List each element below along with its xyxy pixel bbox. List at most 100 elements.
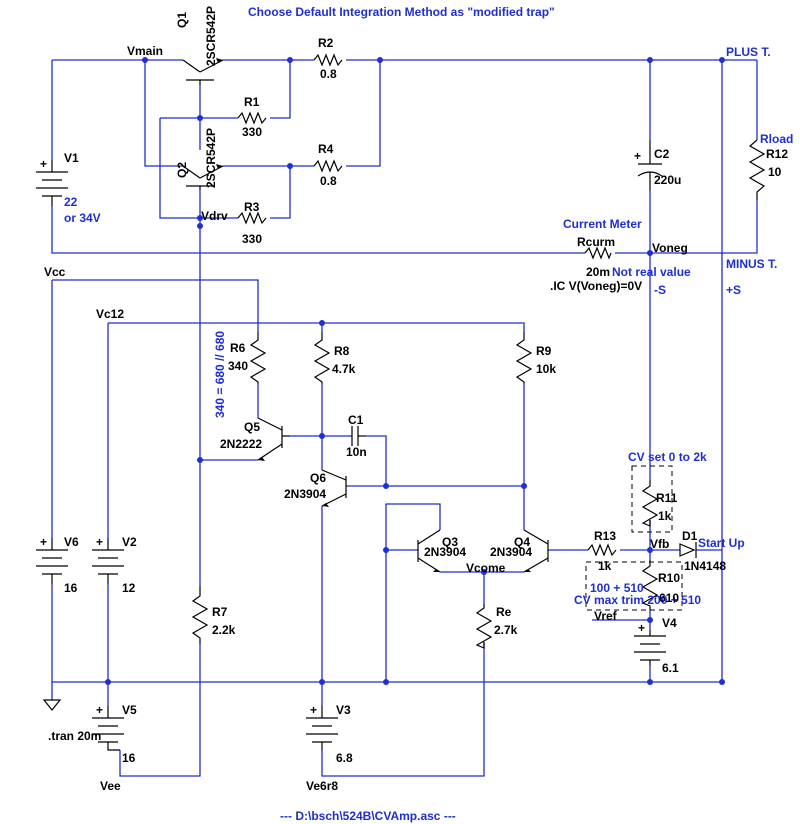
r11-resistor	[641, 480, 659, 527]
r3-resistor	[237, 211, 267, 225]
svg-text:+: +	[96, 535, 103, 549]
footer-file: --- D:\bsch\524B\CVAmp.asc ---	[280, 809, 456, 823]
plus-t-label: PLUS T.	[726, 45, 771, 59]
r12-resistor	[748, 139, 766, 200]
svg-text:+: +	[638, 621, 645, 635]
q3-label: Q3	[442, 535, 458, 549]
cv-trim-b: CV max trim 200 + 510	[574, 593, 701, 607]
svg-text:+: +	[40, 535, 47, 549]
rcurm-label: Rcurm	[577, 235, 615, 249]
v2-value: 12	[122, 581, 136, 595]
d1-diode	[679, 542, 697, 558]
cv-set-box	[631, 465, 673, 533]
d1-model: 1N4148	[684, 559, 726, 573]
net-vee: Vee	[100, 779, 121, 793]
r7-label: R7	[212, 605, 228, 619]
d1-label: D1	[682, 529, 698, 543]
r7-resistor	[191, 586, 209, 644]
r2-value: 0.8	[320, 67, 337, 81]
net-vfb: Vfb	[650, 537, 669, 551]
q5-model: 2N2222	[220, 437, 262, 451]
net-vc12: Vc12	[96, 307, 124, 321]
minus-s-label: -S	[654, 283, 666, 297]
c1-label: C1	[348, 413, 364, 427]
r2-label: R2	[318, 36, 334, 50]
r9-value: 10k	[536, 362, 556, 376]
v5-source: +	[92, 703, 124, 751]
cv-set-label: CV set 0 to 2k	[628, 450, 707, 464]
v4-value: 6.1	[662, 661, 679, 675]
v4-label: V4	[662, 616, 677, 630]
ground-symbol	[42, 699, 62, 711]
svg-text:+: +	[310, 703, 317, 717]
c1-value: 10n	[346, 445, 367, 459]
v6-value: 16	[64, 581, 78, 595]
re-value: 2.7k	[494, 623, 518, 637]
r4-value: 0.8	[320, 174, 337, 188]
v6-label: V6	[64, 535, 79, 549]
v2-label: V2	[122, 535, 137, 549]
net-vmain: Vmain	[127, 44, 163, 58]
r10-resistor	[641, 560, 659, 610]
q1-model: 2SCR542P	[204, 6, 218, 66]
r12-label: R12	[766, 147, 788, 161]
header-note: Choose Default Integration Method as "mo…	[248, 5, 555, 19]
v5-label: V5	[122, 703, 137, 717]
svg-text:+: +	[96, 703, 103, 717]
v4-source: +	[634, 621, 666, 666]
r8-resistor	[313, 332, 331, 384]
r4-resistor	[313, 159, 343, 173]
q4-label: Q4	[514, 535, 530, 549]
r11-label: R11	[656, 491, 678, 505]
not-real-label: Not real value	[612, 265, 691, 279]
net-vcc: Vcc	[44, 265, 66, 279]
r3-value: 330	[242, 232, 262, 246]
v5-value: 16	[122, 751, 136, 765]
r1-label: R1	[244, 95, 260, 109]
plus-s-label: +S	[726, 283, 741, 297]
r6-label: R6	[230, 341, 246, 355]
q5-label: Q5	[244, 420, 260, 434]
start-up-label: Start Up	[698, 536, 745, 550]
q6-label: Q6	[310, 471, 326, 485]
r1-value: 330	[242, 125, 262, 139]
q3-transistor	[417, 529, 441, 573]
v1-label: V1	[64, 151, 79, 165]
re-label: Re	[496, 605, 512, 619]
r3-label: R3	[244, 200, 260, 214]
q2-model: 2SCR542P	[204, 128, 218, 188]
current-meter-label: Current Meter	[563, 217, 642, 231]
c2-label: C2	[654, 147, 670, 161]
r8-value: 4.7k	[332, 362, 356, 376]
net-voneg: Voneg	[652, 241, 688, 255]
r8-label: R8	[334, 344, 350, 358]
r13-label: R13	[594, 529, 616, 543]
r9-resistor	[515, 332, 533, 384]
re-resistor	[475, 604, 493, 649]
r10-value: 610	[659, 591, 679, 605]
ic-directive: .IC V(Voneg)=0V	[550, 279, 642, 293]
tran-directive: .tran 20m	[48, 729, 101, 743]
r4-label: R4	[318, 142, 334, 156]
c1-capacitor	[351, 426, 366, 446]
q1-label: Q1	[175, 12, 189, 28]
net-vcome: Vcome	[466, 561, 506, 575]
svg-text:+: +	[634, 149, 641, 163]
wires	[51, 59, 758, 777]
c2-capacitor: +	[634, 140, 663, 190]
v1-value: 22	[64, 195, 78, 209]
r10-label: R10	[658, 571, 680, 585]
v3-value: 6.8	[336, 751, 353, 765]
q4-transistor	[523, 529, 549, 573]
v3-source: +	[306, 703, 338, 750]
r9-label: R9	[536, 344, 552, 358]
net-vref: Vref	[594, 609, 618, 623]
q3-model: 2N3904	[424, 545, 466, 559]
junctions	[105, 57, 725, 685]
q6-model: 2N3904	[284, 487, 326, 501]
q1-transistor	[182, 58, 224, 85]
c2-value: 220u	[654, 173, 681, 187]
q5-transistor	[257, 417, 290, 461]
r7-value: 2.2k	[212, 623, 236, 637]
